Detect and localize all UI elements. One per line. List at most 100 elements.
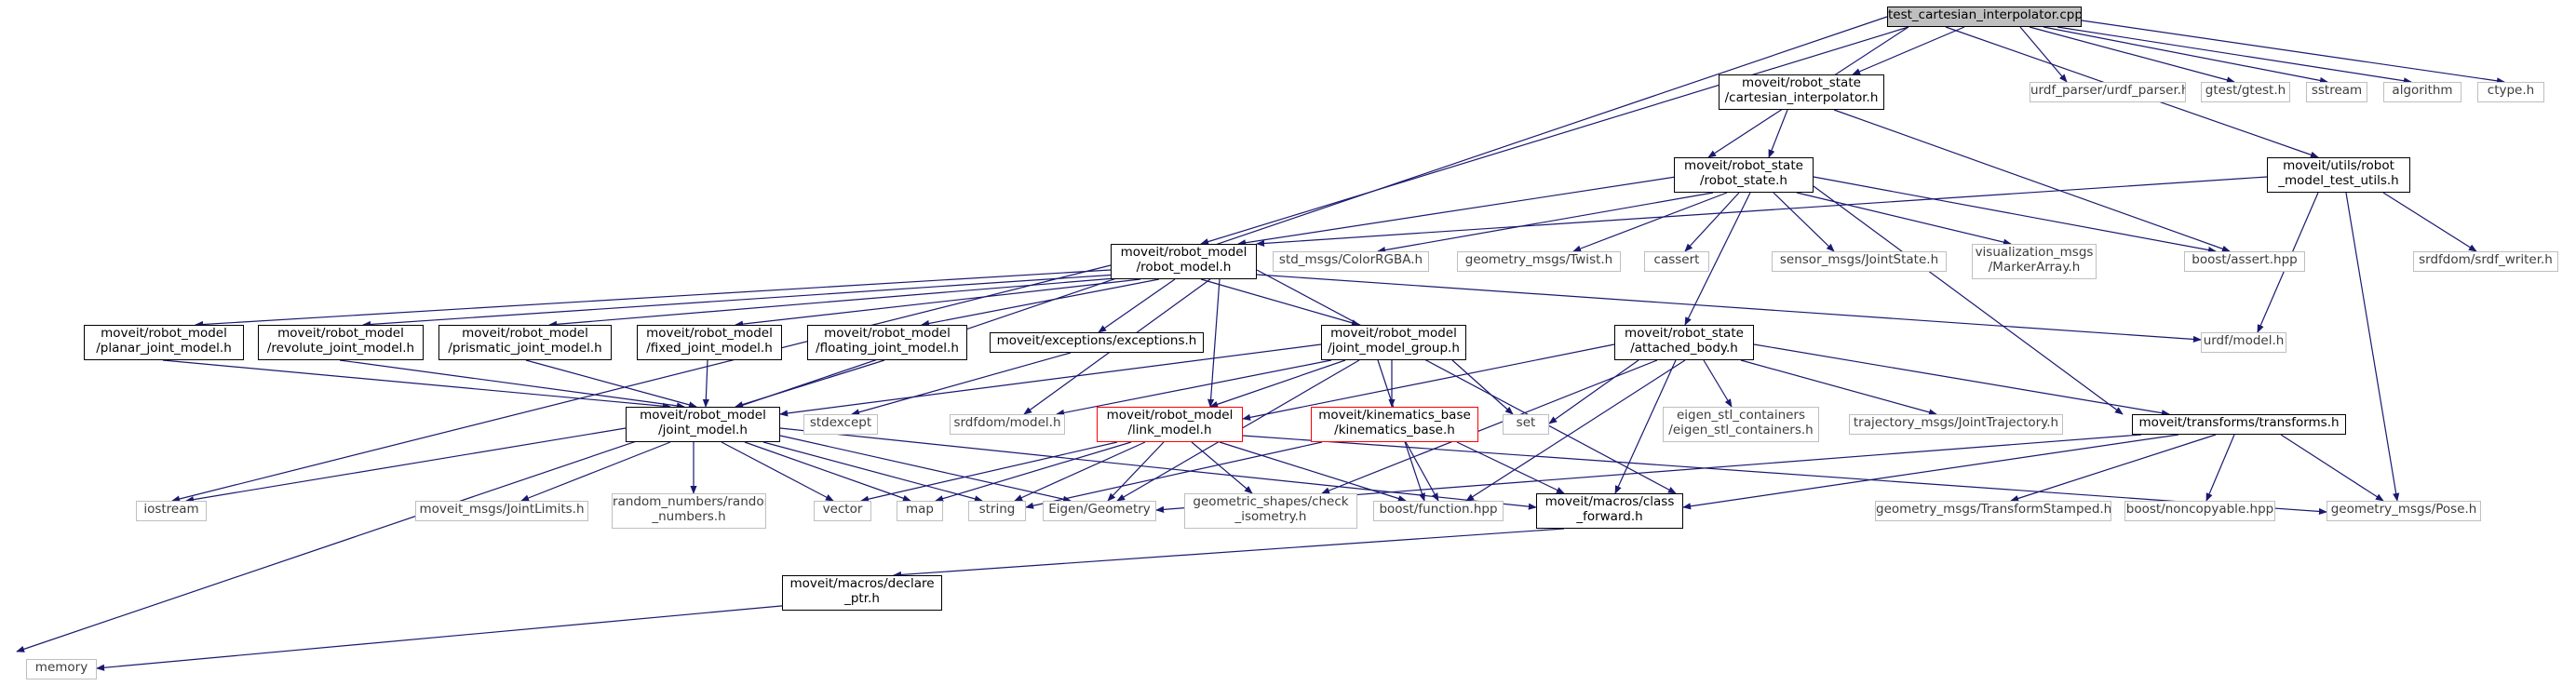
node-srdf-writer[interactable]: srdfdom/srdf_writer.h [2413, 251, 2558, 272]
edge-rm-to-class-forward [1256, 269, 1677, 494]
node-exceptions[interactable]: moveit/exceptions/exceptions.h [990, 332, 1204, 353]
edge-ab-to-set [1548, 359, 1639, 424]
node-algorithm[interactable]: algorithm [2383, 82, 2461, 102]
edge-lm-to-vector [860, 441, 1118, 503]
edge-rs-to-boost-assert [1813, 176, 2217, 254]
node-pose[interactable]: geometry_msgs/Pose.h [2326, 501, 2481, 521]
edge-exceptions-to-stdexcept [851, 352, 1072, 416]
edge-lm-to-boost-function [1219, 441, 1407, 503]
node-set[interactable]: set [1503, 414, 1549, 435]
edge-rm-to-urdf-model [1256, 274, 2202, 343]
edge-ab-to-boost-function [1465, 359, 1686, 502]
node-ctype[interactable]: ctype.h [2477, 82, 2544, 102]
edge-root-to-gtest [2029, 26, 2235, 84]
node-twist[interactable]: geometry_msgs/Twist.h [1457, 251, 1621, 272]
node-planar-joint-model[interactable]: moveit/robot_model /planar_joint_model.h [84, 325, 244, 360]
node-sstream[interactable]: sstream [2306, 82, 2367, 102]
node-class-forward[interactable]: moveit/macros/class _forward.h [1536, 493, 1683, 529]
node-robot-model-test-utils[interactable]: moveit/utils/robot _model_test_utils.h [2267, 157, 2410, 193]
node-floating-joint-model[interactable]: moveit/robot_model /floating_joint_model… [807, 325, 967, 360]
node-root[interactable]: test_cartesian_interpolator.cpp [1887, 7, 2082, 27]
edge-rs-to-twist [1572, 192, 1728, 252]
node-urdf-model[interactable]: urdf/model.h [2201, 332, 2286, 353]
edge-ab-to-transforms [1753, 343, 2170, 417]
edge-kb-to-boost-function [1405, 441, 1439, 502]
node-color-rgba[interactable]: std_msgs/ColorRGBA.h [1273, 251, 1429, 272]
edge-fixed-to-joint-model [702, 359, 709, 408]
edge-jm-to-joint-limits [520, 441, 671, 502]
node-link-model[interactable]: moveit/robot_model /link_model.h [1097, 407, 1243, 442]
edge-root-to-cart-interp [1852, 26, 1965, 75]
edge-jmg-to-joint-model [779, 343, 1322, 417]
edge-tu-to-robot-model [1256, 176, 2268, 248]
edge-rs-to-robot-model [1237, 176, 1677, 247]
edge-jmg-to-srdf-model [1056, 359, 1332, 416]
node-string[interactable]: string [968, 501, 1026, 521]
edge-rs-to-cassert [1684, 192, 1740, 252]
edge-lm-to-map [935, 441, 1132, 503]
edge-rm-to-fixed [735, 278, 1141, 328]
edge-lm-to-eigen-geometry [1107, 441, 1165, 502]
node-eigen-geometry[interactable]: Eigen/Geometry [1043, 501, 1156, 521]
node-vector[interactable]: vector [814, 501, 871, 521]
node-transforms[interactable]: moveit/transforms/transforms.h [2132, 414, 2346, 435]
node-fixed-joint-model[interactable]: moveit/robot_model /fixed_joint_model.h [637, 325, 782, 360]
edge-ab-to-check-isometry [1321, 359, 1658, 494]
node-transform-stamped[interactable]: geometry_msgs/TransformStamped.h [1875, 501, 2111, 521]
edge-root-to-sstream [2043, 26, 2328, 84]
edge-jm-to-vector [721, 441, 834, 502]
node-check-isometry[interactable]: geometric_shapes/check _isometry.h [1184, 493, 1357, 529]
edge-jm-to-iostream [185, 427, 627, 504]
edge-root-to-algorithm [2057, 26, 2412, 85]
edge-rm-to-floating [921, 278, 1160, 328]
node-srdf-model[interactable]: srdfdom/model.h [950, 414, 1065, 435]
node-robot-state[interactable]: moveit/robot_state /robot_state.h [1674, 157, 1814, 193]
node-joint-model[interactable]: moveit/robot_model /joint_model.h [626, 407, 780, 442]
node-memory[interactable]: memory [26, 659, 97, 679]
edge-lm-to-pose [1242, 435, 2327, 516]
edge-dp-to-memory [96, 604, 792, 671]
node-declare-ptr[interactable]: moveit/macros/declare _ptr.h [782, 575, 942, 611]
node-robot-model[interactable]: moveit/robot_model /robot_model.h [1111, 244, 1257, 279]
edge-rs-to-marker [1796, 192, 2012, 246]
edge-rm-to-prismatic [548, 276, 1127, 328]
node-cartesian-interpolator[interactable]: moveit/robot_state /cartesian_interpolat… [1719, 74, 1884, 110]
edge-rs-to-joint-state [1773, 192, 1835, 252]
node-eigen-stl-containers[interactable]: eigen_stl_containers /eigen_stl_containe… [1663, 407, 1819, 442]
node-boost-function[interactable]: boost/function.hpp [1373, 501, 1504, 521]
node-attached-body[interactable]: moveit/robot_state /attached_body.h [1614, 325, 1754, 360]
node-revolute-joint-model[interactable]: moveit/robot_model /revolute_joint_model… [258, 325, 424, 360]
node-joint-trajectory[interactable]: trajectory_msgs/JointTrajectory.h [1849, 414, 2063, 435]
edge-ab-to-traj [1740, 359, 1937, 416]
edge-rs-to-color [1377, 192, 1714, 254]
node-kinematics-base[interactable]: moveit/kinematics_base /kinematics_base.… [1311, 407, 1478, 442]
node-stdexcept[interactable]: stdexcept [803, 414, 878, 435]
node-gtest[interactable]: gtest/gtest.h [2201, 82, 2290, 102]
node-boost-assert[interactable]: boost/assert.hpp [2184, 251, 2305, 272]
node-noncopyable[interactable]: boost/noncopyable.hpp [2124, 501, 2275, 521]
edge-rm-to-link-model [1207, 278, 1221, 408]
node-joint-limits[interactable]: moveit_msgs/JointLimits.h [415, 501, 588, 521]
edge-kb-to-string [1025, 441, 1323, 509]
edge-jm-to-class-forward [779, 427, 1537, 510]
edge-jm-to-eigen-geometry [779, 435, 1072, 503]
node-map[interactable]: map [897, 501, 943, 521]
node-iostream[interactable]: iostream [136, 501, 207, 521]
node-urdf-parser[interactable]: urdf_parser/urdf_parser.h [2030, 82, 2186, 102]
edge-ab-to-class-forward [1614, 359, 1677, 494]
edge-tf-to-tf-stamped [2010, 434, 2217, 502]
edge-kb-to-class-forward [1456, 441, 1565, 494]
edge-jmg-to-set [1451, 359, 1514, 415]
node-joint-model-group[interactable]: moveit/robot_model /joint_model_group.h [1321, 325, 1466, 360]
edge-ab-to-eigen-stl [1703, 359, 1733, 408]
node-random-numbers[interactable]: random_numbers/random _numbers.h [612, 493, 766, 529]
node-cassert[interactable]: cassert [1644, 251, 1709, 272]
edge-ab-to-link-model [1242, 343, 1615, 421]
edge-floating-to-joint-model [735, 359, 885, 409]
node-joint-state[interactable]: sensor_msgs/JointState.h [1772, 251, 1947, 272]
node-marker-array[interactable]: visualization_msgs /MarkerArray.h [1972, 244, 2097, 279]
node-prismatic-joint-model[interactable]: moveit/robot_model /prismatic_joint_mode… [438, 325, 612, 360]
edge-rm-to-iostream [171, 264, 1112, 503]
edge-jm-to-map [744, 441, 911, 502]
edge-cart-to-boost-assert [1833, 109, 2231, 252]
